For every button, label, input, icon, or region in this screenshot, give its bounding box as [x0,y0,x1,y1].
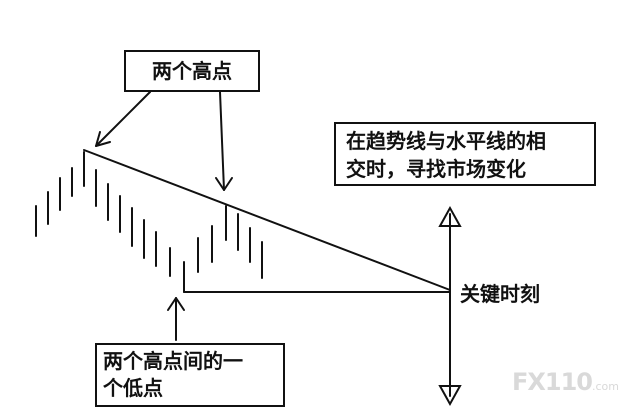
label-two-highs-text: 两个高点 [152,59,232,83]
arrowhead-icon [95,131,111,147]
note-trend-intersection: 在趋势线与水平线的相 交时，寻找市场变化 [334,122,596,186]
note-low-between-highs: 两个高点间的一 个低点 [95,343,285,407]
note-line-1: 在趋势线与水平线的相 [346,129,546,153]
label-two-highs: 两个高点 [124,50,260,92]
arrow-to-first-high [95,91,151,147]
note-low-line-2: 个低点 [103,376,163,400]
watermark-logo: FX110.com [512,368,619,396]
arrowhead-icon [438,385,462,407]
note-low-line-1: 两个高点间的一 [103,349,243,373]
note-line-2: 交时，寻找市场变化 [346,157,526,181]
watermark-main: FX110 [512,368,593,396]
arrow-to-second-high [219,91,225,191]
arrowhead-icon [438,205,462,227]
trend-line [83,149,451,291]
arrowhead-icon [215,177,233,191]
arrowhead-icon [167,297,185,311]
watermark-suffix: .com [592,380,619,393]
price-bars [35,151,263,293]
label-key-moment: 关键时刻 [460,282,540,306]
